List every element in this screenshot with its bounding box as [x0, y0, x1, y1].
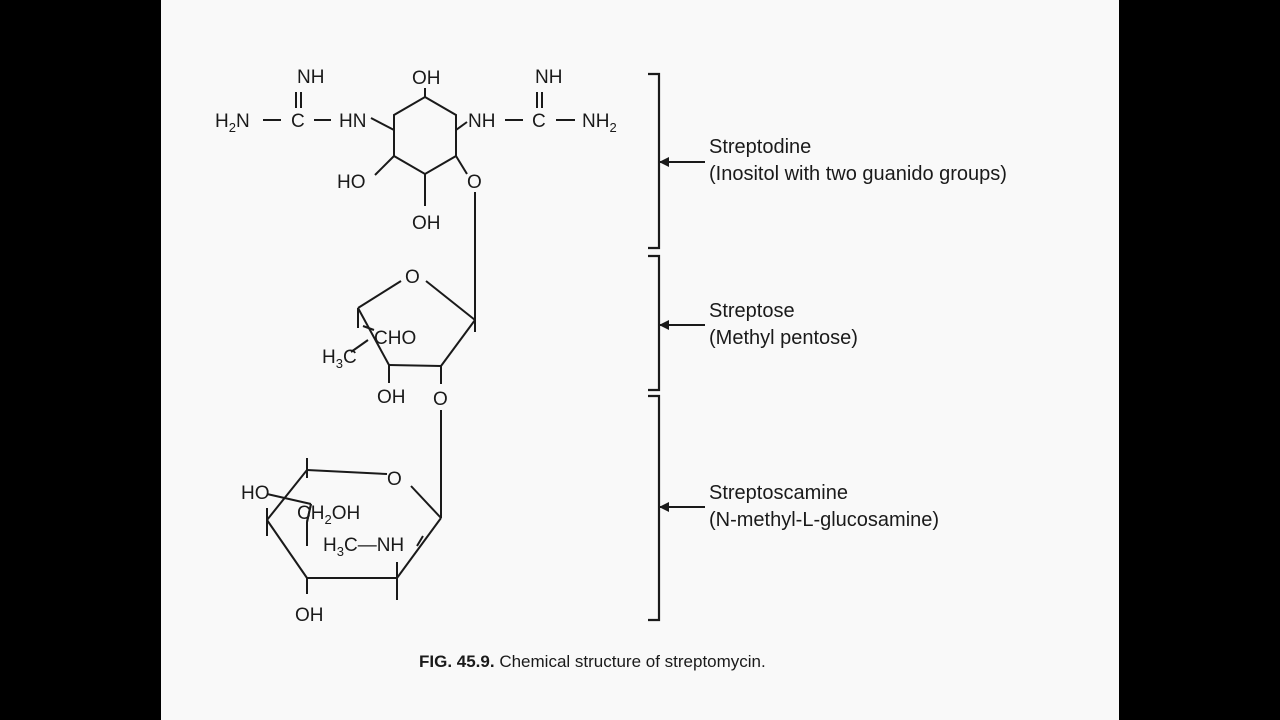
bond [357, 280, 402, 309]
bond [388, 364, 442, 367]
bond [374, 155, 395, 176]
bond [440, 319, 476, 367]
bracket [648, 394, 661, 622]
atom-h2n: H2N [215, 111, 250, 135]
atom-o-inositol: O [467, 172, 482, 193]
label-streptoscamine: Streptoscamine (N-methyl-L-glucosamine) [709, 480, 939, 534]
bond [410, 485, 442, 519]
streptodine-structure: NH H2N C HN OH NH C NH NH2 [215, 67, 617, 320]
arrow-head [659, 502, 669, 512]
atom-ho-glucosamine: HO [241, 483, 270, 504]
bond [455, 155, 468, 175]
streptose-structure: O CHO H3C OH O [322, 267, 476, 518]
bond [370, 117, 395, 131]
atom-nh-right: NH [468, 111, 495, 132]
bond [266, 469, 308, 521]
atom-c-right: C [532, 111, 546, 132]
part-description: (Methyl pentose) [709, 327, 858, 349]
bond [362, 325, 375, 331]
streptoscamine-structure: HO O CH2OH H3C—NH OH [241, 458, 442, 626]
figure-number: FIG. 45.9. [419, 652, 495, 671]
bracket [648, 254, 661, 392]
arrow-head [659, 320, 669, 330]
part-description: (N-methyl-L-glucosamine) [709, 509, 940, 531]
atom-cho: CHO [374, 328, 416, 349]
part-name: Streptoscamine [709, 482, 848, 504]
bracket-streptose [648, 254, 705, 392]
bracket-streptoscamine [648, 394, 705, 622]
bracket [648, 72, 661, 250]
atom-o-furanose: O [405, 267, 420, 288]
bond [266, 519, 308, 579]
part-name: Streptodine [709, 136, 812, 158]
bond [306, 503, 312, 523]
atom-nh-top-right: NH [535, 67, 562, 88]
arrow-head [659, 157, 669, 167]
bond [357, 307, 390, 366]
label-streptose: Streptose (Methyl pentose) [709, 298, 858, 352]
atom-o-pyranose: O [387, 469, 402, 490]
bond [396, 517, 442, 579]
atom-h3c-nh: H3C—NH [323, 535, 404, 559]
bracket-streptodine [648, 72, 705, 250]
atom-c-left: C [291, 111, 305, 132]
figure-page: NH H2N C HN OH NH C NH NH2 [161, 0, 1119, 720]
bond [425, 280, 476, 321]
atom-oh-inositol-bottom: OH [412, 213, 441, 234]
atom-nh2: NH2 [582, 111, 617, 135]
part-name: Streptose [709, 300, 795, 322]
atom-h3c-streptose: H3C [322, 347, 357, 371]
caption-text: Chemical structure of streptomycin. [494, 652, 766, 671]
atom-o-link: O [433, 389, 448, 410]
atom-oh-streptose: OH [377, 387, 406, 408]
inositol-ring [393, 95, 457, 176]
bond [416, 535, 424, 547]
label-streptodine: Streptodine (Inositol with two guanido g… [709, 134, 1007, 188]
bond [266, 493, 312, 505]
bond [350, 339, 369, 353]
atom-ch2oh: CH2OH [297, 503, 360, 527]
atom-oh-top: OH [412, 68, 441, 89]
atom-ho-inositol: HO [337, 172, 366, 193]
streptomycin-structure: NH H2N C HN OH NH C NH NH2 [215, 67, 705, 626]
bond [455, 121, 468, 131]
bond [306, 469, 388, 475]
figure-caption: FIG. 45.9. Chemical structure of strepto… [419, 652, 766, 672]
part-description: (Inositol with two guanido groups) [709, 163, 1007, 185]
atom-hn-left: HN [339, 111, 366, 132]
atom-oh-glucosamine-bottom: OH [295, 605, 324, 626]
atom-nh-top-left: NH [297, 67, 324, 88]
